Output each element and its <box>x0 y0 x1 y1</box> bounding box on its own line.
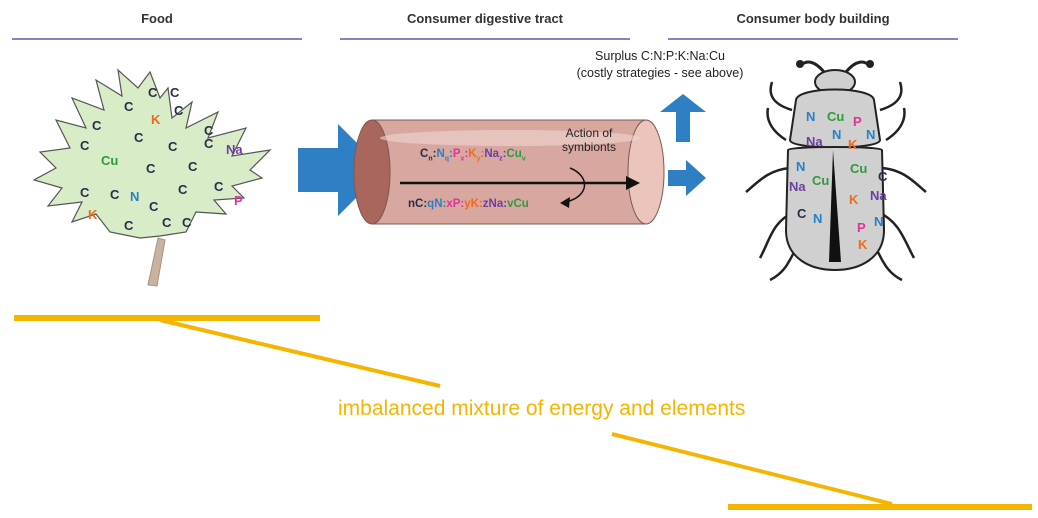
caption-imbalanced-mixture: imbalanced mixture of energy and element… <box>338 397 746 420</box>
surplus-line-1: Surplus C:N:P:K:Na:Cu <box>595 49 725 63</box>
symbiont-curve-arrow <box>565 167 586 203</box>
leaf-element: C <box>182 215 192 230</box>
gut-to-body-arrow <box>668 160 706 196</box>
leaf-element: C <box>204 123 214 138</box>
gut-formula-top: Cn:Nq:Px:Ky:Naz:Cuv <box>420 148 526 162</box>
leaf-element: C <box>170 85 180 100</box>
header-digestive-tract: Consumer digestive tract <box>406 11 564 26</box>
beetle-antenna-tip-right <box>866 60 874 68</box>
formula-na: Naz: <box>484 148 507 163</box>
beetle-element: N <box>806 109 816 124</box>
beetle-element: Cu <box>850 161 868 176</box>
leaf-element: C <box>168 139 178 154</box>
leaf-element: C <box>80 138 90 153</box>
leaf-element: C <box>146 161 156 176</box>
beetle-element: Na <box>806 134 823 149</box>
leaf-element: C <box>188 159 198 174</box>
beetle-element: C <box>878 169 888 184</box>
header-digestive-line <box>340 38 630 40</box>
formula-p: Px: <box>452 148 469 163</box>
gut-highlight <box>380 130 640 146</box>
gut-left-opening <box>353 119 391 225</box>
beetle-thorax <box>788 88 882 149</box>
formula-bottom-k: yK: <box>464 198 483 210</box>
beetle-element: Na <box>870 188 887 203</box>
leaf-element: Cu <box>101 153 119 168</box>
annotation-lines <box>14 315 1032 510</box>
gut-right-cap <box>627 119 665 225</box>
gut-flow-arrowhead <box>626 176 640 190</box>
formula-bottom-c: nC: <box>408 198 428 210</box>
beetle-element: N <box>813 211 823 226</box>
formula-cu: Cuv <box>506 148 526 163</box>
leaf-element: C <box>148 85 158 100</box>
leaf-element: C <box>134 130 144 145</box>
beetle-element: N <box>874 214 884 229</box>
annotation-diagonal-lower <box>611 432 893 506</box>
formula-k: Ky: <box>468 148 485 163</box>
surplus-label: Surplus C:N:P:K:Na:Cu (costly strategies… <box>540 48 780 82</box>
header-body-line <box>668 38 958 40</box>
beetle-element: K <box>858 237 868 252</box>
leaf-element: N <box>130 189 140 204</box>
action-line-2: symbionts <box>562 140 617 154</box>
leaf-element: Na <box>226 142 243 157</box>
leaf-element: C <box>124 218 134 233</box>
action-line-1: Action of <box>565 126 613 140</box>
header-body-building: Consumer body building <box>736 11 890 26</box>
surplus-line-2: (costly strategies - see above) <box>576 66 744 80</box>
annotation-diagonal-upper <box>159 318 441 388</box>
beetle-element: P <box>857 220 866 235</box>
formula-c: Cn: <box>420 148 437 163</box>
gut-formula-bottom: nC:qN:xP:yK:zNa:vCu <box>408 198 529 210</box>
leaf-element: C <box>149 199 159 214</box>
formula-bottom-cu: vCu <box>507 198 529 210</box>
formula-bottom-na: zNa: <box>482 198 508 210</box>
formula-bottom-n: qN: <box>427 198 447 210</box>
surplus-arrow <box>660 94 706 142</box>
leaf-element: P <box>234 193 243 208</box>
beetle-element: Na <box>789 179 806 194</box>
beetle-illustration <box>745 60 927 282</box>
header-food: Food <box>141 11 173 26</box>
leaf-element: C <box>214 179 224 194</box>
beetle-legs <box>745 81 927 282</box>
beetle-element: Cu <box>812 173 830 188</box>
leaf-stem <box>147 237 166 287</box>
beetle-element: N <box>796 159 806 174</box>
action-of-symbionts-label: Action of symbionts <box>562 126 616 154</box>
food-to-gut-arrow <box>298 124 384 216</box>
beetle-element: P <box>853 114 862 129</box>
leaf-element: K <box>151 112 161 127</box>
beetle-element: K <box>848 137 858 152</box>
beetle-wing-seam <box>829 150 841 262</box>
leaf-element: C <box>110 187 120 202</box>
formula-bottom-p: xP: <box>446 198 465 210</box>
leaf-element: C <box>204 136 214 151</box>
beetle-element: Cu <box>827 109 845 124</box>
beetle-element: N <box>866 127 876 142</box>
leaf-element: C <box>178 182 188 197</box>
leaf-element: C <box>124 99 134 114</box>
leaf-blade <box>32 68 272 239</box>
header-food-line <box>12 38 302 40</box>
beetle-element: C <box>797 206 807 221</box>
beetle-antenna-tip-left <box>796 60 804 68</box>
leaf-element: K <box>88 207 98 222</box>
leaf-element: C <box>80 185 90 200</box>
formula-n: Nq: <box>436 148 453 163</box>
leaf-element: C <box>162 215 172 230</box>
beetle-element: K <box>849 192 859 207</box>
symbiont-curve-arrowhead <box>560 197 570 208</box>
beetle-element: N <box>832 127 842 142</box>
leaf-element: C <box>174 103 184 118</box>
leaf-illustration <box>32 68 272 287</box>
leaf-element: C <box>92 118 102 133</box>
gut-tube <box>353 119 665 225</box>
